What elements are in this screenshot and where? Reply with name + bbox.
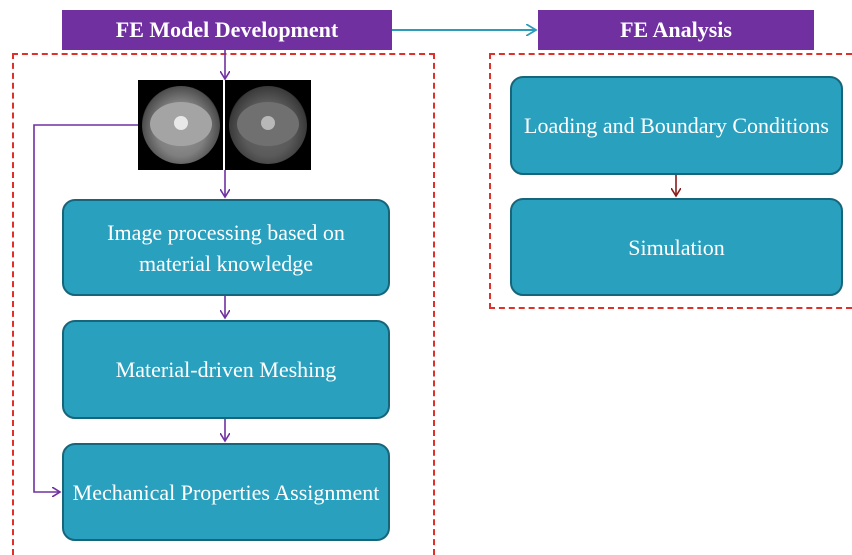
mechanical-properties-step: Mechanical Properties Assignment bbox=[62, 443, 390, 541]
fe-analysis-header: FE Analysis bbox=[538, 10, 814, 50]
arrow-ct-to-mechanical-bypass bbox=[33, 124, 138, 492]
image-processing-step: Image processing based on material knowl… bbox=[62, 199, 390, 296]
ct-scan-image-left bbox=[138, 80, 224, 170]
simulation-step: Simulation bbox=[510, 198, 843, 296]
ct-image-divider bbox=[223, 80, 225, 170]
meshing-step: Material-driven Meshing bbox=[62, 320, 390, 419]
fe-model-development-region bbox=[12, 53, 435, 555]
fe-model-development-header: FE Model Development bbox=[62, 10, 392, 50]
loading-boundary-step: Loading and Boundary Conditions bbox=[510, 76, 843, 175]
fe-analysis-region bbox=[489, 53, 852, 309]
ct-scan-image-right bbox=[225, 80, 311, 170]
